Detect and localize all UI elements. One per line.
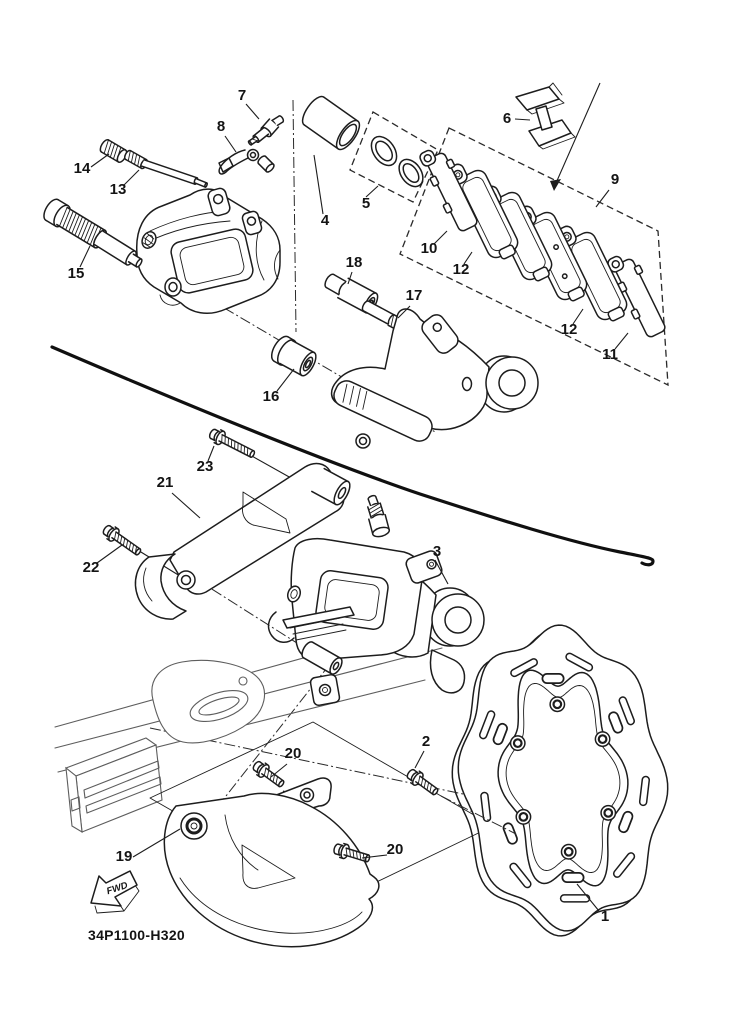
part-bolt-22 [102,524,142,556]
callout-6-leader [514,118,531,121]
callout-20-leader [270,763,288,778]
callout-layer: 1234567891011121213141516171819202021222… [68,87,629,925]
callout-20-label: 20 [285,745,302,762]
callout-19-label: 19 [116,848,133,865]
callout-2-label: 2 [422,733,430,750]
callout-7-leader [245,103,260,120]
callout-21-label: 21 [157,474,174,491]
part-bolt-20a [252,760,285,788]
callout-1-label: 1 [601,908,609,925]
part-brake-disc-1 [451,624,669,937]
callout-18-leader [347,271,353,285]
callout-23-label: 23 [197,458,214,475]
pad-kit-dashed-box [399,127,669,387]
part-bolt-23 [208,428,256,458]
part-pad-pin-13 [123,149,208,188]
diagram-code: 34P1100-H320 [88,927,185,943]
callout-21-leader [171,492,201,519]
swingarm-reference [54,619,443,834]
part-caliper-bracket-upper [330,308,539,449]
callout-9-label: 9 [611,171,619,188]
pad-plate [419,149,478,232]
callout-13-label: 13 [110,181,127,198]
callout-5-leader [365,185,379,198]
part-bolt-2 [406,768,439,796]
callout-22-label: 22 [83,559,100,576]
callout-10-leader [433,230,448,245]
callout-16-leader [276,368,295,392]
callout-3-leader [434,559,449,585]
callout-12-leader [463,251,473,265]
part-pad-spring-6 [515,82,576,150]
cap-8-cup [257,155,275,173]
callout-6-label: 6 [503,110,511,127]
callout-14-leader [90,153,110,168]
part-slide-bolt-15 [43,198,143,268]
callout-2-leader [414,750,425,769]
callout-18-label: 18 [346,254,363,271]
part-bleed-nipple-7 [247,115,285,146]
part-brake-pads-group [419,149,666,338]
pad-plate [607,255,666,338]
seal-kit-dashed-box [349,111,439,203]
callout-16-label: 16 [263,388,280,405]
callout-12-label: 12 [561,321,578,338]
callout-11-label: 11 [602,346,618,363]
part-piston-4 [301,95,361,151]
callout-13-leader [122,169,140,187]
callout-1-leader [576,883,600,912]
callout-14-label: 14 [74,160,91,177]
callout-10-label: 10 [421,240,438,257]
callout-7-label: 7 [238,87,246,104]
callout-20-leader [361,854,388,859]
callout-22-leader [96,544,123,564]
callout-19-leader [132,828,181,858]
callout-15-label: 15 [68,265,85,282]
callout-8-leader [224,135,237,153]
part-disc-guard-19 [163,777,380,948]
part-bush-16 [270,335,317,377]
fwd-marker: FWD [90,870,140,914]
callout-3-label: 3 [433,543,441,560]
bracket-21-boss [311,467,351,506]
part-nipple-cap-8 [218,148,260,175]
callout-20-label: 20 [387,841,404,858]
separator-line [50,345,655,567]
callout-23-leader [207,445,215,462]
callout-4-leader [313,154,324,215]
callout-17-leader [397,305,411,319]
callout-12-leader [572,308,584,325]
callout-8-label: 8 [217,118,225,135]
callout-5-label: 5 [362,195,370,212]
part-seal-kit-5 [370,135,424,188]
callout-4-label: 4 [321,212,330,229]
part-plug-14 [99,138,128,164]
part-caliper-body [136,187,281,315]
callout-15-leader [79,245,91,268]
callout-17-label: 17 [406,287,423,304]
callout-11-leader [614,332,629,350]
bolt-2-axis-line [440,795,517,835]
callout-9-leader [595,189,610,208]
callout-12-label: 12 [453,261,470,278]
part-caliper-assembly-3 [267,494,485,707]
part-bracket-21 [134,462,345,620]
